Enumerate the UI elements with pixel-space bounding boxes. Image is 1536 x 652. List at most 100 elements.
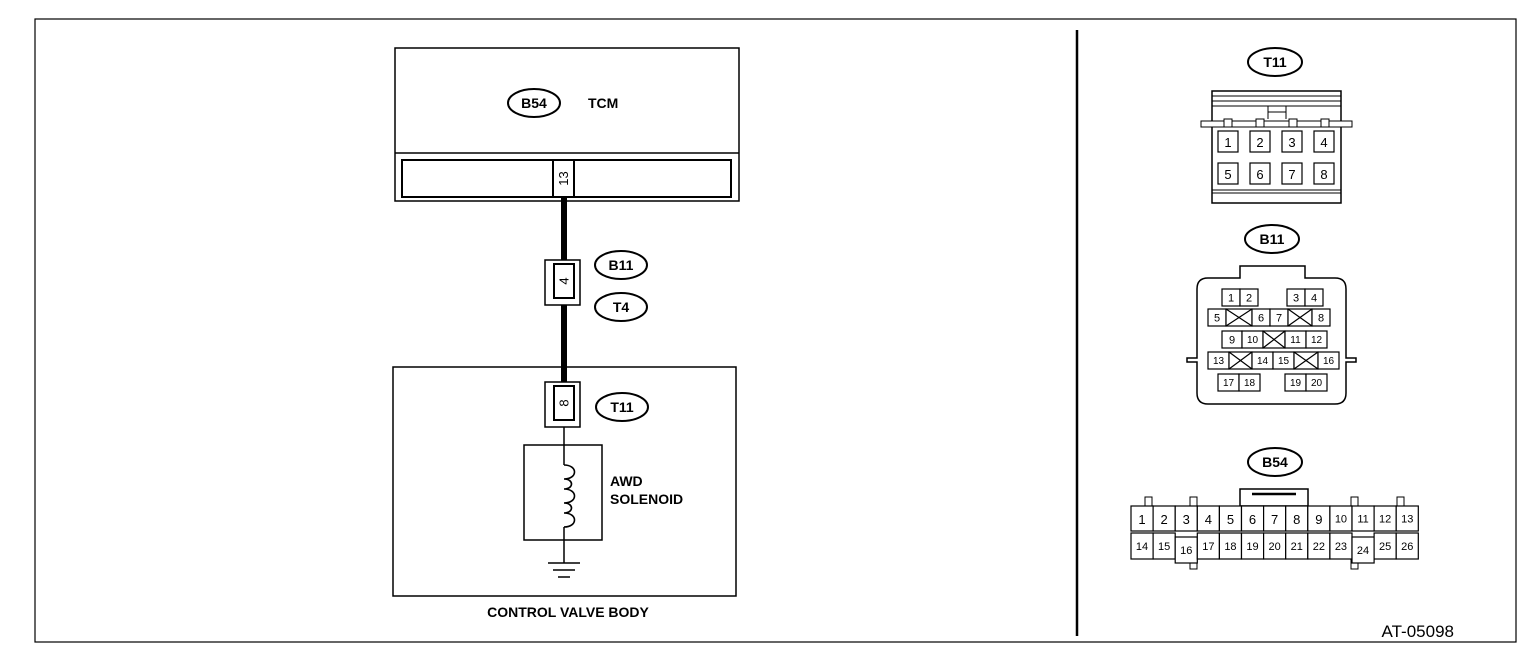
b11-pin-18-label: 18 xyxy=(1244,378,1256,389)
b54-pin-2: 2 xyxy=(1152,505,1176,532)
b54-pin-4-label: 4 xyxy=(1205,512,1212,527)
b11-view-tag xyxy=(1244,224,1300,254)
control-valve-body: 8 T11 AWD SOLENOID xyxy=(392,366,737,597)
b11-pin-1-label: 1 xyxy=(1228,293,1234,305)
solenoid-label: SOLENOID xyxy=(610,491,683,507)
b11-view-tag-label: B11 xyxy=(1260,231,1285,247)
valve-pin-8-label: 8 xyxy=(557,399,572,406)
b11-pin-11-label: 11 xyxy=(1290,335,1301,346)
b54-pin-5: 5 xyxy=(1218,505,1243,532)
b11-plug-d xyxy=(1228,351,1253,370)
b11-connector-tag xyxy=(594,250,648,280)
t11-pin-3-label: 3 xyxy=(1288,135,1295,150)
awd-label: AWD xyxy=(610,473,643,489)
b54-pin-16: 16 xyxy=(1174,536,1198,564)
b11-pin-20-label: 20 xyxy=(1311,378,1323,389)
b11-pin-13-label: 13 xyxy=(1213,356,1225,367)
joint-connector: 4 B11 T4 xyxy=(544,250,648,322)
b11-pin-12-label: 12 xyxy=(1311,335,1323,346)
b54-pin-11-label: 11 xyxy=(1357,514,1368,526)
b11-pin-15-label: 15 xyxy=(1278,356,1290,367)
t11-pin-5-label: 5 xyxy=(1224,167,1231,182)
b11-pin-14: 14 xyxy=(1251,351,1274,370)
b54-pin-19: 19 xyxy=(1240,532,1265,560)
t11-pin-2: 2 xyxy=(1249,130,1271,153)
b54-pin-15: 15 xyxy=(1152,532,1176,560)
b11-plug-b xyxy=(1287,308,1313,327)
b54-pin-9: 9 xyxy=(1307,505,1331,532)
b54-connector-tag xyxy=(507,88,561,118)
b11-pin-4-label: 4 xyxy=(1311,293,1317,305)
t11-pin-5: 5 xyxy=(1217,162,1239,185)
b54-pin-25-label: 25 xyxy=(1379,541,1391,553)
t11-pin-7-label: 7 xyxy=(1288,167,1295,182)
b11-pin-10: 10 xyxy=(1241,330,1264,349)
b54-view-tag xyxy=(1247,447,1303,477)
b54-pin-6-label: 6 xyxy=(1249,512,1256,527)
b54-pin-15-label: 15 xyxy=(1158,541,1170,553)
b11-pin-19: 19 xyxy=(1284,373,1307,392)
figure-id: AT-05098 xyxy=(1382,622,1454,641)
b11-pin-12: 12 xyxy=(1305,330,1328,349)
t11-pin-6-label: 6 xyxy=(1256,167,1263,182)
t11-pin-3: 3 xyxy=(1281,130,1303,153)
t11-pin-6: 6 xyxy=(1249,162,1271,185)
b11-plug-a xyxy=(1225,308,1253,327)
b11-pin-6-label: 6 xyxy=(1258,313,1264,325)
b54-pin-13-label: 13 xyxy=(1401,514,1413,526)
t4-connector-tag xyxy=(594,292,648,322)
b11-pin-5-label: 5 xyxy=(1214,313,1220,325)
b11-pin-4: 4 xyxy=(1304,288,1324,307)
b54-pin-18-label: 18 xyxy=(1224,541,1236,553)
tcm-pin-13-label: 13 xyxy=(556,171,571,185)
b11-pin-9: 9 xyxy=(1221,330,1243,349)
b11-pin-17: 17 xyxy=(1217,373,1240,392)
b11-pin-9-label: 9 xyxy=(1229,335,1235,347)
t11-view-tag xyxy=(1247,47,1303,77)
b11-plug-c xyxy=(1262,330,1286,349)
solenoid-coil-icon xyxy=(563,464,576,528)
tcm-unit: 13 B54 TCM xyxy=(394,47,740,202)
b54-pin-5-label: 5 xyxy=(1227,512,1234,527)
t11-pin-8: 8 xyxy=(1313,162,1335,185)
t11-pin-4-label: 4 xyxy=(1320,135,1327,150)
b11-pin-3-label: 3 xyxy=(1293,293,1299,305)
b54-pin-1-label: 1 xyxy=(1138,512,1145,527)
b54-pin-9-label: 9 xyxy=(1315,512,1322,527)
b11-pin-17-label: 17 xyxy=(1223,378,1235,389)
b11-connector-tag-label: B11 xyxy=(609,257,634,273)
b11-plug-e xyxy=(1293,351,1319,370)
t11-pin-8-label: 8 xyxy=(1320,167,1327,182)
b11-pin-16-label: 16 xyxy=(1323,356,1335,367)
b54-connector-tag-label: B54 xyxy=(521,95,547,111)
b11-pin-6: 6 xyxy=(1251,308,1271,327)
b11-pin-15: 15 xyxy=(1272,351,1295,370)
b11-pin-19-label: 19 xyxy=(1290,378,1302,389)
b54-view-tag-label: B54 xyxy=(1262,454,1288,470)
b54-pin-6: 6 xyxy=(1240,505,1265,532)
t11-view-tag-label: T11 xyxy=(1263,54,1287,70)
t11-pin-1: 1 xyxy=(1217,130,1239,153)
b54-pin-22-label: 22 xyxy=(1313,541,1325,553)
t11-pin-7: 7 xyxy=(1281,162,1303,185)
b54-pin-2-label: 2 xyxy=(1161,512,1168,527)
control-valve-body-label: CONTROL VALVE BODY xyxy=(487,604,649,620)
b11-pin-11: 11 xyxy=(1284,330,1307,349)
b11-pin-1: 1 xyxy=(1221,288,1241,307)
b54-pin-7: 7 xyxy=(1262,505,1287,532)
b54-pin-24-label: 24 xyxy=(1357,545,1369,557)
t11-pin-1-label: 1 xyxy=(1224,135,1231,150)
b11-pin-2-label: 2 xyxy=(1246,293,1252,305)
t11-pin-2-label: 2 xyxy=(1256,135,1263,150)
b54-pin-10-label: 10 xyxy=(1335,514,1347,526)
tcm-label: TCM xyxy=(588,95,618,111)
b11-pin-18: 18 xyxy=(1238,373,1261,392)
b11-pin-7-label: 7 xyxy=(1276,313,1282,325)
b54-pin-26: 26 xyxy=(1395,532,1419,560)
b54-pin-14-label: 14 xyxy=(1136,541,1148,553)
b54-pin-17: 17 xyxy=(1196,532,1221,560)
b54-pin-14: 14 xyxy=(1130,532,1154,560)
diagram-frame xyxy=(34,18,1517,643)
b54-pin-8: 8 xyxy=(1285,505,1309,532)
t4-connector-tag-label: T4 xyxy=(613,299,630,315)
